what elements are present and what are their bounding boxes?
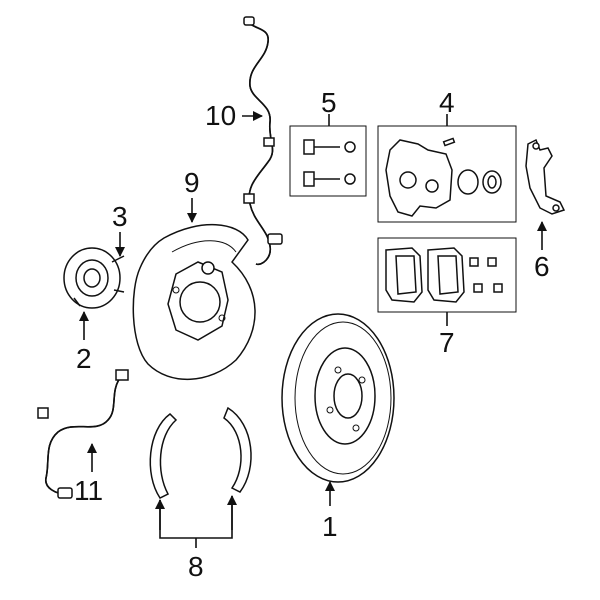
callout-4: 4 — [439, 87, 455, 118]
abs-sensor-rear-part — [37, 369, 129, 499]
hub-part — [63, 247, 125, 309]
callout-2: 2 — [76, 343, 92, 374]
callout-6: 6 — [534, 251, 550, 282]
callout-10: 10 — [205, 100, 236, 131]
dust-shield-part — [132, 224, 256, 381]
abs-sensor-front-part — [243, 16, 283, 266]
callout-3: 3 — [112, 201, 128, 232]
callout-11: 11 — [74, 475, 103, 506]
callout-8: 8 — [188, 551, 204, 582]
parking-shoes-part — [149, 406, 252, 499]
caliper-part — [377, 125, 517, 223]
caliper-bracket-part — [525, 138, 566, 215]
callout-1: 1 — [322, 511, 338, 542]
leader-8 — [159, 496, 233, 539]
callout-7: 7 — [439, 327, 455, 358]
rotor-part — [281, 313, 395, 483]
callout-9: 9 — [184, 167, 200, 198]
callout-5: 5 — [321, 87, 337, 118]
caliper-bolts-part — [289, 125, 367, 197]
brake-pads-part — [377, 237, 517, 313]
